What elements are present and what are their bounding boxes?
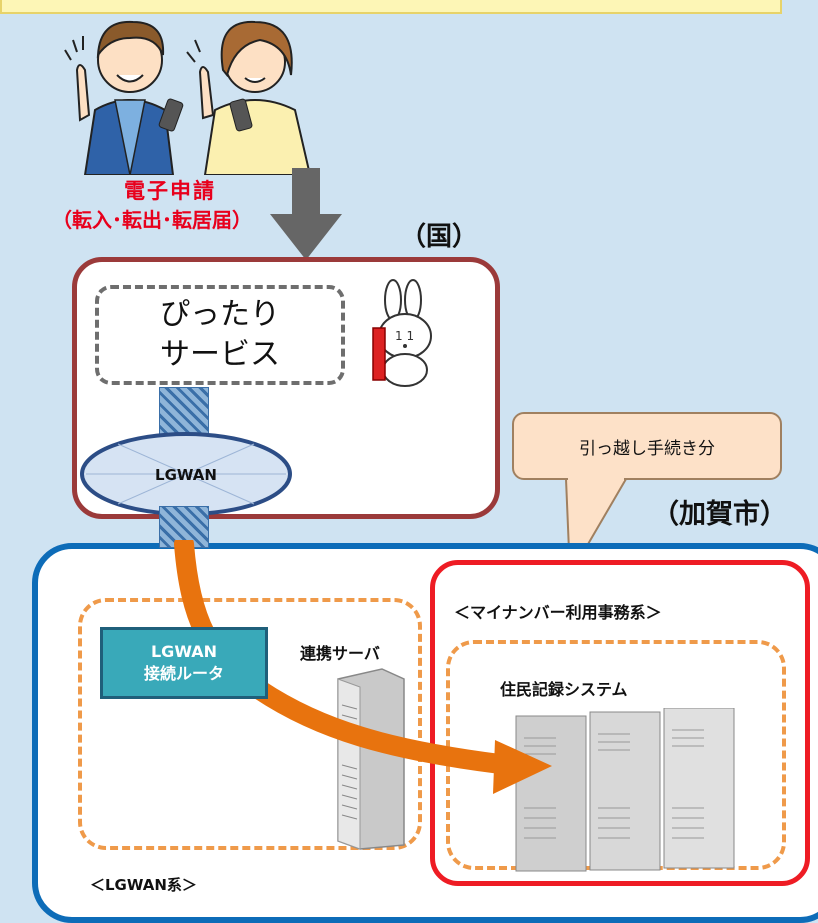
mascot-rabbit-icon: 1 1 (372, 279, 432, 387)
mynumber-zone-label: ＜マイナンバー利用事務系＞ (454, 603, 662, 622)
top-banner (0, 0, 782, 14)
applicant-caption: 電子申請 (124, 179, 216, 203)
down-arrow-icon (270, 168, 342, 260)
lgwan-zone (78, 598, 422, 850)
moving-procedures-callout: 引っ越し手続き分 (512, 412, 782, 480)
resident-system-label: 住民記録システム (500, 680, 628, 699)
service-name-line2: サービス (160, 337, 280, 372)
applicant-forms-caption: （転入･転出･転居届） (52, 208, 252, 232)
relay-server-label: 連携サーバ (300, 644, 380, 663)
resident-servers-icon (515, 708, 735, 872)
svg-text:1 1: 1 1 (395, 329, 414, 343)
kaga-city-label: （加賀市） (652, 499, 787, 530)
people-with-smartphones (64, 20, 312, 175)
lgwan-zone-label: ＜LGWAN系＞ (90, 876, 197, 894)
national-label: （国） (400, 222, 479, 252)
pittari-service-box: ぴったり サービス (95, 285, 345, 385)
service-name-line1: ぴったり (160, 297, 280, 332)
lgwan-router: LGWAN 接続ルータ (100, 627, 268, 699)
router-line1: LGWAN (150, 642, 218, 661)
server-icon (337, 668, 405, 850)
router-line2: 接続ルータ (143, 664, 224, 683)
lgwan-label: LGWAN (155, 466, 217, 484)
